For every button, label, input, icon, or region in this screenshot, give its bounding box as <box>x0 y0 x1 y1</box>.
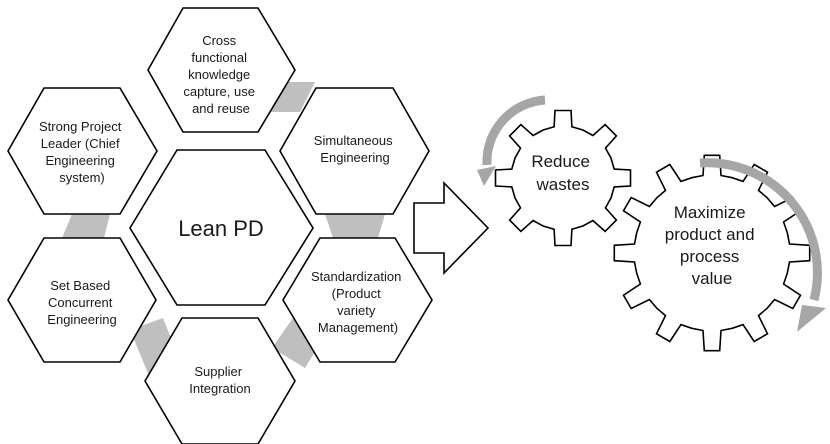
gear-maximize-text: Maximize product and process value <box>665 203 760 288</box>
connector-simultaneous-standardization <box>325 214 385 238</box>
hex-line: Standardization <box>311 269 401 284</box>
cycle-arrow-large <box>699 158 822 302</box>
gear-reduce <box>494 109 632 247</box>
gear-line: value <box>692 269 733 288</box>
hexagon-simultaneous <box>279 87 430 215</box>
gear-line: wastes <box>536 175 590 194</box>
hexagon-supplier-text: Supplier Integration <box>189 364 250 396</box>
gear-line: product and <box>665 225 755 244</box>
hex-line: capture, use <box>183 84 255 99</box>
hex-line: knowledge <box>188 67 250 82</box>
cycle-arrow-small-head <box>477 166 496 186</box>
hex-line: Cross <box>202 33 236 48</box>
hexagon-standardization-text: Standardization (Product variety Managem… <box>311 269 405 335</box>
hexagon-supplier <box>144 317 296 444</box>
hex-line: Strong Project <box>39 119 122 134</box>
hexagon-simultaneous-text: Simultaneous Engineering <box>314 133 396 165</box>
gear-reduce-text: Reduce wastes <box>531 152 594 194</box>
hex-line: Management) <box>318 320 398 335</box>
cycle-arrow-small <box>482 95 546 166</box>
hex-line: Set Based <box>50 278 110 293</box>
hex-line: (Product <box>332 286 382 301</box>
hexagon-leader-text: Strong Project Leader (Chief Engineering… <box>39 119 125 185</box>
hex-line: system) <box>59 170 105 185</box>
hex-line: Integration <box>189 381 250 396</box>
flow-arrow <box>413 181 490 275</box>
hexagon-standardization <box>282 237 433 363</box>
gear-line: Reduce <box>531 152 590 171</box>
hex-line: Supplier <box>194 364 242 379</box>
hex-line: Simultaneous <box>314 133 393 148</box>
hex-line: Engineering <box>47 312 116 327</box>
hex-line: Leader (Chief <box>41 136 120 151</box>
hexagon-knowledge-text: Cross functional knowledge capture, use … <box>183 33 258 116</box>
gear-maximize <box>613 154 811 352</box>
connector-setbased-leader <box>62 214 110 238</box>
hex-line: functional <box>191 50 247 65</box>
hex-line: Concurrent <box>48 295 113 310</box>
cycle-arrow-large-head <box>797 305 826 332</box>
hexagon-leader <box>7 87 158 215</box>
gear-line: process <box>680 247 740 266</box>
hexagon-setbased-text: Set Based Concurrent Engineering <box>47 278 116 327</box>
hex-line: Engineering <box>45 153 114 168</box>
hex-line: Engineering <box>320 150 389 165</box>
hex-line: variety <box>337 303 376 318</box>
hexagon-setbased <box>7 237 157 363</box>
hex-line: and reuse <box>192 101 250 116</box>
center-label: Lean PD <box>178 216 264 241</box>
gear-line: Maximize <box>674 203 746 222</box>
hexagon-knowledge <box>147 7 296 133</box>
hexagon-center <box>129 149 314 306</box>
